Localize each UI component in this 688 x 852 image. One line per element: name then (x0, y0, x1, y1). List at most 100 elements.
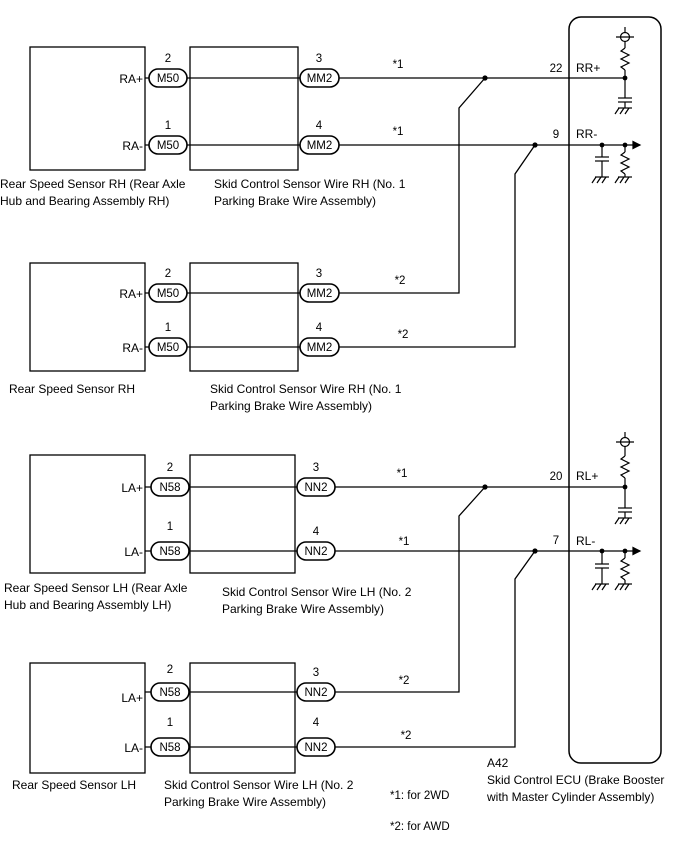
sensor-connector (150, 682, 190, 702)
wire-pin-number: 4 (313, 717, 320, 729)
sensor-connector (150, 541, 190, 561)
node-dot (622, 75, 628, 81)
ecu-pin-name: RL+ (576, 469, 598, 483)
wire-label: Parking Brake Wire Assembly) (222, 602, 384, 616)
wire-connector-label: MM2 (307, 140, 333, 152)
wire-connector-label: MM2 (307, 288, 333, 300)
variant-note: *1 (399, 536, 410, 548)
sensor-connector-label: N58 (159, 742, 180, 754)
sensor-connector (148, 337, 188, 357)
arrow-right-icon (632, 140, 642, 150)
rear-speed-sensor-lh-box (29, 662, 146, 774)
skid-control-ecu: 22 9 20 7 RR+ RR- RL+ RL- (486, 16, 664, 804)
group-rh-2wd: RA+ RA- 2 1 M50 M50 3 4 MM2 MM2 *1 *1 Re… (0, 46, 640, 208)
splice-dot (482, 484, 488, 490)
sensor-label: Rear Speed Sensor RH (9, 382, 135, 396)
wire-connector-label: NN2 (304, 546, 327, 558)
variant-note: *2 (395, 275, 406, 287)
sensor-connector-label: M50 (157, 342, 179, 354)
rear-speed-sensor-rh-hub-box (29, 46, 146, 171)
sensor-connector-label: N58 (159, 546, 180, 558)
sensor-pin-label: LA- (124, 545, 143, 559)
wire-connector (299, 135, 340, 155)
wire-label: Skid Control Sensor Wire RH (No. 1 (210, 382, 402, 396)
wire-lh-no2-box (189, 454, 296, 574)
sensor-pin-number: 1 (167, 521, 173, 533)
splice-dot (532, 548, 538, 554)
sensor-connector-label: N58 (159, 482, 180, 494)
node-dot (599, 142, 605, 148)
wire-label: Skid Control Sensor Wire LH (No. 2 (222, 585, 412, 599)
sensor-pin-number: 2 (167, 664, 173, 676)
ecu-pin-number: 20 (550, 471, 563, 483)
sensor-label: Hub and Bearing Assembly RH) (0, 194, 169, 208)
resistor-icon (619, 557, 631, 581)
wire-lh-no2-box (189, 662, 296, 774)
sensor-pin-label: RA+ (119, 72, 143, 86)
sensor-connector-label: M50 (157, 73, 179, 85)
wire-pin-number: 4 (313, 526, 320, 538)
rear-speed-sensor-lh-hub-box (29, 454, 146, 574)
sensor-connector (150, 737, 190, 757)
node-dot (622, 142, 628, 148)
wire-connector-label: MM2 (307, 342, 333, 354)
sensor-connector-label: M50 (157, 288, 179, 300)
wire-label: Skid Control Sensor Wire RH (No. 1 (214, 177, 406, 191)
wire-connector-label: NN2 (304, 482, 327, 494)
sensor-connector (150, 477, 190, 497)
sensor-pin-label: RA- (122, 341, 143, 355)
wire-rh-no1-box (189, 262, 299, 372)
group-lh-2wd: LA+ LA- 2 1 N58 N58 3 4 NN2 NN2 *1 *1 Re… (4, 454, 640, 616)
splice-dot (532, 142, 538, 148)
variant-note: *1 (393, 126, 404, 138)
variant-note: *2 (398, 329, 409, 341)
wire-label: Parking Brake Wire Assembly) (214, 194, 376, 208)
wire-connector (296, 737, 336, 757)
splice-dot (482, 75, 488, 81)
sensor-pin-number: 2 (165, 53, 171, 65)
legend-awd: *2: for AWD (390, 821, 450, 833)
ecu-pin-number: 22 (550, 63, 563, 75)
rl-plus-circuit (614, 432, 634, 525)
ecu-pin-name: RR- (576, 127, 597, 141)
ecu-label: Skid Control ECU (Brake Booster (487, 773, 664, 787)
ecu-pin-number: 7 (553, 535, 559, 547)
wire-connector-label: NN2 (304, 687, 327, 699)
wire-pin-number: 3 (313, 667, 319, 679)
ecu-pin-name: RL- (576, 534, 595, 548)
sensor-pin-number: 1 (167, 717, 173, 729)
sensor-pin-number: 1 (165, 120, 171, 132)
group-lh-awd: LA+ LA- 2 1 N58 N58 3 4 NN2 NN2 *2 *2 Re… (12, 486, 536, 809)
wire-connector (299, 283, 340, 303)
sensor-pin-number: 1 (165, 322, 171, 334)
rr-plus-circuit (614, 27, 634, 115)
sensor-connector (148, 283, 188, 303)
node-dot (622, 548, 628, 554)
legend-2wd: *1: for 2WD (390, 790, 449, 802)
ecu-label: with Master Cylinder Assembly) (486, 790, 654, 804)
ecu-pin-name: RR+ (576, 61, 600, 75)
sensor-label: Rear Speed Sensor LH (12, 778, 136, 792)
sensor-pin-label: LA+ (121, 481, 143, 495)
rr-minus-circuit (591, 140, 642, 184)
wire-connector (299, 337, 340, 357)
wire-label: Parking Brake Wire Assembly) (210, 399, 372, 413)
sensor-label: Hub and Bearing Assembly LH) (4, 598, 171, 612)
wire-connector (296, 477, 336, 497)
variant-note: *1 (397, 468, 408, 480)
sensor-pin-label: RA+ (119, 287, 143, 301)
sensor-connector (148, 135, 188, 155)
sensor-pin-label: RA- (122, 139, 143, 153)
wire-pin-number: 4 (316, 322, 323, 334)
sensor-label: Rear Speed Sensor RH (Rear Axle (0, 177, 186, 191)
wire-connector (296, 682, 336, 702)
ecu-connector-label: A42 (487, 756, 509, 770)
wire-label: Skid Control Sensor Wire LH (No. 2 (164, 778, 354, 792)
arrow-right-icon (632, 546, 642, 556)
resistor-icon (619, 47, 631, 71)
wire-rh-no1-box (189, 46, 299, 171)
ecu-pin-number: 9 (553, 129, 559, 141)
resistor-icon (619, 455, 631, 479)
variant-note: *2 (399, 675, 410, 687)
